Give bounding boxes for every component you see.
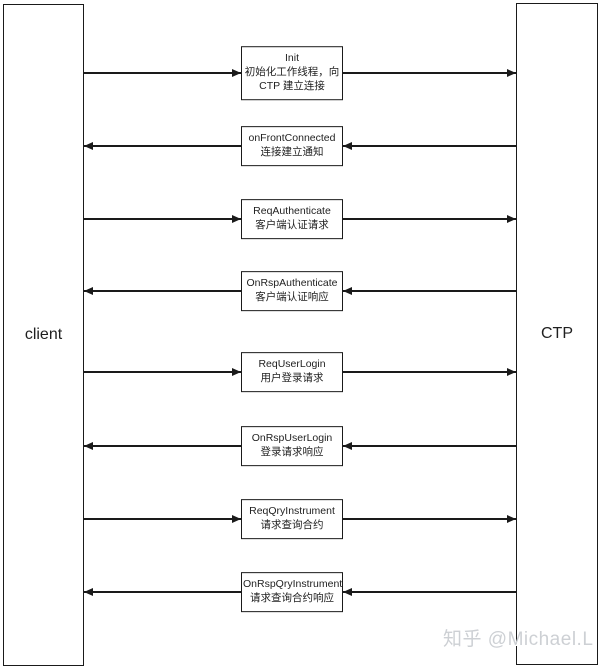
arrowhead-right-icon <box>232 367 241 376</box>
message-line-left <box>84 218 241 220</box>
message-line-left <box>84 72 241 74</box>
arrowhead-left-icon <box>343 286 352 295</box>
message-line-right <box>343 218 516 220</box>
arrowhead-left-icon <box>84 441 93 450</box>
message-box: OnRspAuthenticate 客户端认证响应 <box>241 271 343 311</box>
message-box: ReqQryInstrument 请求查询合约 <box>241 499 343 539</box>
actor-client-label: client <box>24 326 63 343</box>
message-line-right <box>343 371 516 373</box>
arrowhead-right-icon <box>232 514 241 523</box>
message-line-left <box>84 591 241 593</box>
message-desc: 请求查询合约响应 <box>250 592 334 604</box>
arrowhead-left-icon <box>84 141 93 150</box>
message-line-right <box>343 445 516 447</box>
message-box: OnRspUserLogin 登录请求响应 <box>241 426 343 466</box>
message-box: ReqUserLogin 用户登录请求 <box>241 352 343 392</box>
message-line-right <box>343 290 516 292</box>
message-line-right <box>343 72 516 74</box>
message-line-left <box>84 290 241 292</box>
arrowhead-left-icon <box>343 441 352 450</box>
message-desc: 请求查询合约 <box>260 519 324 531</box>
message-line-left <box>84 145 241 147</box>
message-name: ReqQryInstrument <box>249 505 335 518</box>
message-desc: 用户登录请求 <box>260 372 324 384</box>
message-name: ReqAuthenticate <box>253 205 331 218</box>
arrowhead-left-icon <box>84 587 93 596</box>
message-box: OnRspQryInstrument 请求查询合约响应 <box>241 572 343 612</box>
actor-ctp-label: CTP <box>541 325 573 342</box>
message-desc: 客户端认证请求 <box>255 219 329 231</box>
arrowhead-left-icon <box>343 141 352 150</box>
message-line-left <box>84 445 241 447</box>
arrowhead-right-icon <box>232 214 241 223</box>
message-line-left <box>84 371 241 373</box>
message-box: Init 初始化工作线程，向 CTP 建立连接 <box>241 46 343 100</box>
message-desc: 初始化工作线程，向 CTP 建立连接 <box>244 66 340 92</box>
message-name: OnRspAuthenticate <box>246 277 338 290</box>
message-desc: 客户端认证响应 <box>255 291 329 303</box>
message-line-left <box>84 518 241 520</box>
message-name: ReqUserLogin <box>258 358 326 371</box>
arrowhead-left-icon <box>84 286 93 295</box>
arrowhead-right-icon <box>507 214 516 223</box>
arrowhead-left-icon <box>343 587 352 596</box>
actor-client-lifeline: client <box>3 4 84 666</box>
message-line-right <box>343 591 516 593</box>
message-line-right <box>343 518 516 520</box>
message-box: ReqAuthenticate 客户端认证请求 <box>241 199 343 239</box>
message-name: onFrontConnected <box>248 132 336 145</box>
message-desc: 连接建立通知 <box>260 146 324 158</box>
message-line-right <box>343 145 516 147</box>
arrowhead-right-icon <box>507 367 516 376</box>
message-name: OnRspQryInstrument <box>243 578 343 591</box>
arrowhead-right-icon <box>507 514 516 523</box>
zhihu-watermark: 知乎 @Michael.L <box>443 629 594 650</box>
arrowhead-right-icon <box>232 68 241 77</box>
message-desc: 登录请求响应 <box>260 446 324 458</box>
arrowhead-right-icon <box>507 68 516 77</box>
message-name: Init <box>284 52 299 65</box>
message-name: OnRspUserLogin <box>251 432 333 445</box>
actor-ctp-lifeline: CTP <box>516 3 598 665</box>
message-box: onFrontConnected 连接建立通知 <box>241 126 343 166</box>
